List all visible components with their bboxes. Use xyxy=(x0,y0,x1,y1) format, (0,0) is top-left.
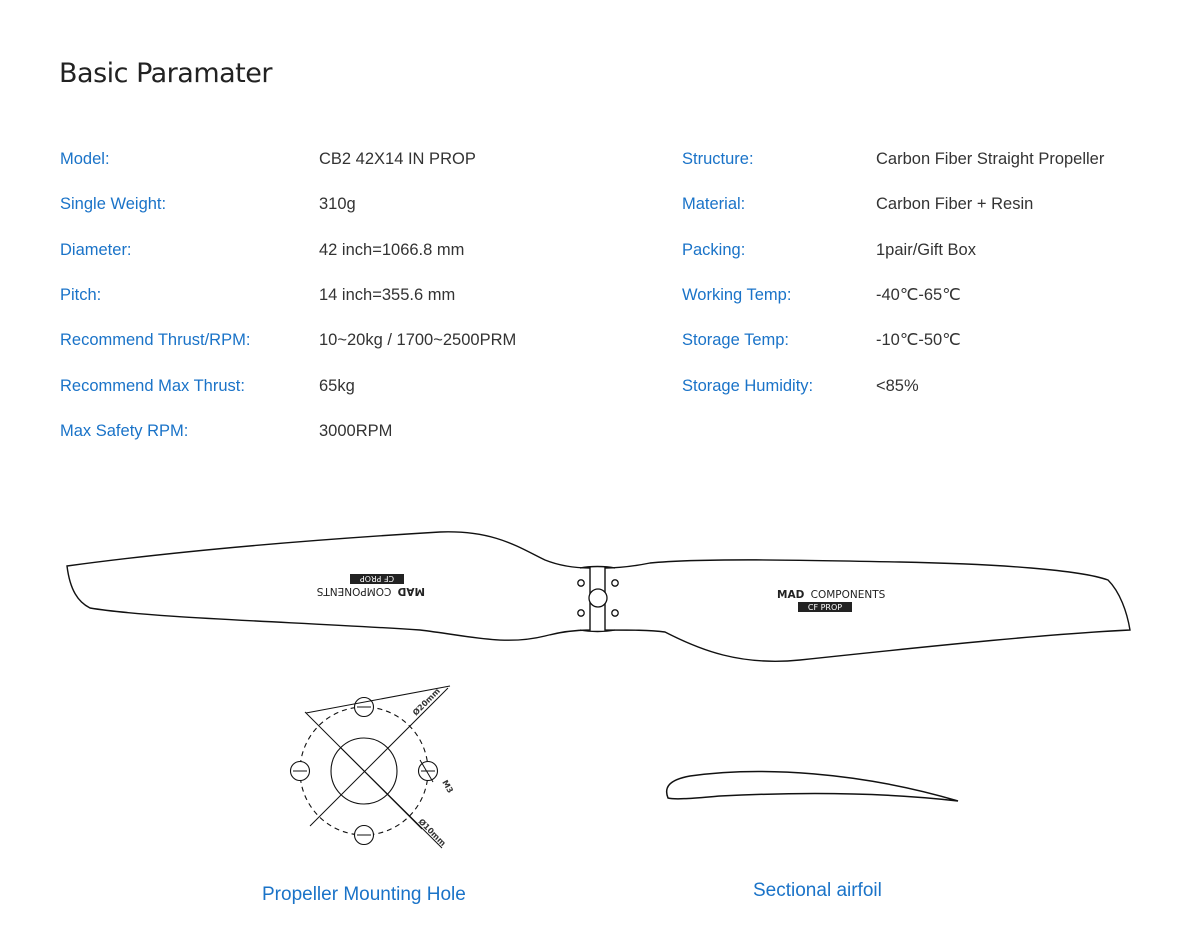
logo-right: MAD COMPONENTS CF PROP xyxy=(777,589,886,612)
spec-value-weight: 310g xyxy=(319,195,356,213)
spec-label-weight: Single Weight: xyxy=(60,195,167,213)
logo-brand-bold: MAD xyxy=(777,589,805,601)
hub-screw-hole xyxy=(611,579,619,587)
svg-text:MAD COMPONENTS: MAD COMPONENTS xyxy=(777,589,886,601)
spec-label-packing: Packing: xyxy=(682,241,746,259)
spec-value-max-rpm: 3000RPM xyxy=(319,422,393,440)
spec-label-max-rpm: Max Safety RPM: xyxy=(60,422,189,440)
logo-brand-rest: COMPONENTS xyxy=(811,589,886,601)
logo-badge xyxy=(350,574,404,584)
logo-badge-text: CF PROP xyxy=(360,574,394,583)
caption-airfoil: Sectional airfoil xyxy=(753,880,882,901)
spec-value-pitch: 14 inch=355.6 mm xyxy=(319,286,456,304)
spec-value-storage-humidity: <85% xyxy=(876,377,919,395)
spec-label-model: Model: xyxy=(60,150,110,168)
hub-screw-hole xyxy=(611,609,619,617)
spec-value-model: CB2 42X14 IN PROP xyxy=(319,150,476,168)
hub-screw-hole xyxy=(577,609,585,617)
hub-center-hole xyxy=(588,588,608,608)
center-bore xyxy=(330,737,398,805)
spec-label-storage-humidity: Storage Humidity: xyxy=(682,377,814,395)
spec-value-packing: 1pair/Gift Box xyxy=(876,241,976,259)
logo-badge-text: CF PROP xyxy=(808,603,842,612)
spec-value-material: Carbon Fiber + Resin xyxy=(876,195,1034,213)
spec-value-structure: Carbon Fiber Straight Propeller xyxy=(876,150,1105,168)
spec-label-pitch: Pitch: xyxy=(60,286,102,304)
caption-mounting-hole: Propeller Mounting Hole xyxy=(262,884,466,905)
dim-screw-size: M3 xyxy=(440,779,455,795)
spec-label-diameter: Diameter: xyxy=(60,241,132,259)
spec-label-storage-temp: Storage Temp: xyxy=(682,331,790,349)
logo-badge xyxy=(798,602,852,612)
logo-left: MAD COMPONENTS CF PROP xyxy=(316,574,425,597)
spec-label-structure: Structure: xyxy=(682,150,754,168)
spec-label-thrust-rpm: Recommend Thrust/RPM: xyxy=(60,331,251,349)
spec-label-working-temp: Working Temp: xyxy=(682,286,792,304)
dimension-lines xyxy=(293,685,451,849)
propeller-outline xyxy=(66,531,1131,662)
page-title: Basic Paramater xyxy=(59,58,272,89)
mounting-hole-diagram: Ø20mm M3 Ø10mm xyxy=(289,685,455,849)
spec-value-max-thrust: 65kg xyxy=(319,377,355,395)
logo-brand-bold: MAD xyxy=(397,585,425,597)
spec-label-material: Material: xyxy=(682,195,746,213)
svg-text:MAD COMPONENTS: MAD COMPONENTS xyxy=(316,585,425,597)
airfoil-shape xyxy=(665,770,959,802)
spec-value-storage-temp: -10℃-50℃ xyxy=(876,331,961,349)
spec-value-working-temp: -40℃-65℃ xyxy=(876,286,961,304)
spec-label-max-thrust: Recommend Max Thrust: xyxy=(60,377,245,395)
logo-brand-rest: COMPONENTS xyxy=(316,585,391,597)
spec-value-diameter: 42 inch=1066.8 mm xyxy=(319,241,465,259)
dim-inner-diameter: Ø10mm xyxy=(417,816,449,848)
hub-screw-hole xyxy=(577,579,585,587)
hub-holes xyxy=(577,579,619,617)
spec-value-thrust-rpm: 10~20kg / 1700~2500PRM xyxy=(319,331,517,349)
